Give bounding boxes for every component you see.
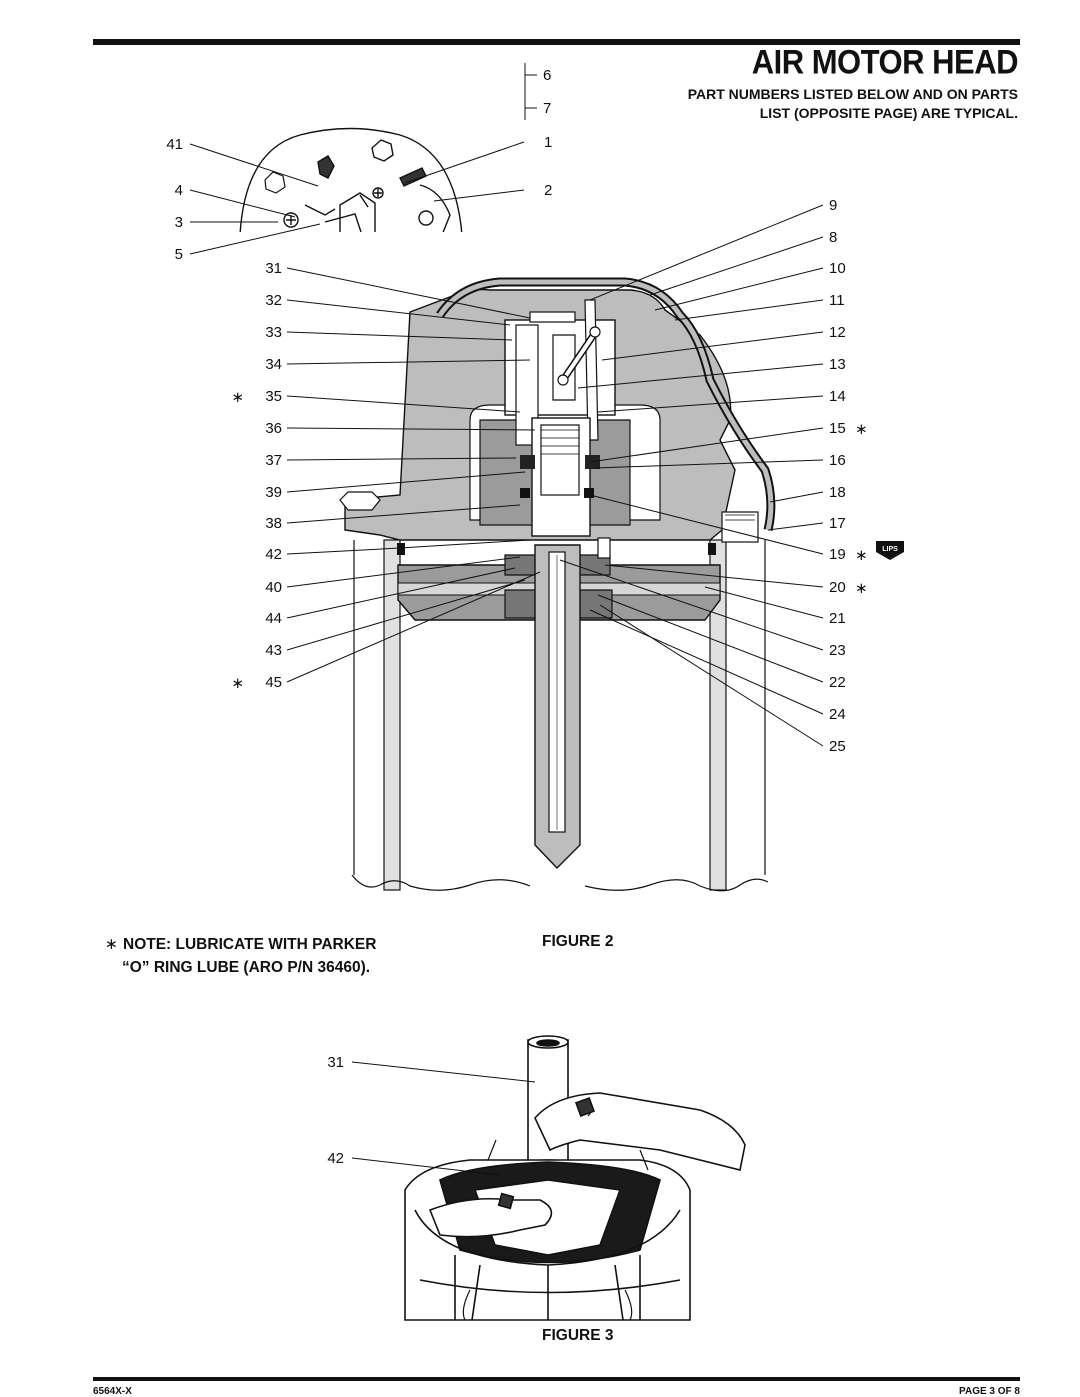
figure-3-caption: FIGURE 3 <box>542 1327 614 1344</box>
callout-20: 20 <box>829 579 846 596</box>
figure-3-illustration <box>404 1035 746 1321</box>
page-number: PAGE 3 OF 8 <box>959 1386 1020 1397</box>
page-title: AIR MOTOR HEAD <box>751 42 1019 82</box>
figure-3-leaders <box>351 1061 536 1176</box>
top-rule <box>93 39 1020 45</box>
top-view-detail <box>239 127 463 236</box>
asterisk-35: ∗ <box>231 389 244 406</box>
note-line-2: “O” RING LUBE (ARO P/N 36460). <box>122 959 371 976</box>
callout-32: 32 <box>265 292 282 309</box>
callout-23: 23 <box>829 642 846 659</box>
callout-17: 17 <box>829 515 846 532</box>
asterisk-15: ∗ <box>855 421 868 438</box>
asterisk-19: ∗ <box>855 547 868 564</box>
callout-21: 21 <box>829 610 846 627</box>
callout-14: 14 <box>829 388 846 405</box>
callout-43: 43 <box>265 642 282 659</box>
lips-badge-label: LIPS <box>882 546 898 553</box>
callout-5: 5 <box>175 246 183 263</box>
figure-3-callouts: 31 42 <box>327 1054 344 1167</box>
callout-12: 12 <box>829 324 846 341</box>
callout-31: 31 <box>265 260 282 277</box>
callout-4: 4 <box>175 182 183 199</box>
callout-44: 44 <box>265 610 282 627</box>
subtitle-line-1: PART NUMBERS LISTED BELOW AND ON PARTS <box>687 86 1018 102</box>
callout-36: 36 <box>265 420 282 437</box>
lips-badge: LIPS <box>876 541 904 560</box>
fig3-callout-42: 42 <box>327 1150 344 1167</box>
page-subtitle: PART NUMBERS LISTED BELOW AND ON PARTS L… <box>688 85 1018 123</box>
callout-35: 35 <box>265 388 282 405</box>
callout-9: 9 <box>829 197 837 214</box>
callout-22: 22 <box>829 674 846 691</box>
bottom-rule <box>93 1377 1020 1381</box>
motor-cross-section <box>339 277 776 892</box>
callout-13: 13 <box>829 356 846 373</box>
callout-19: 19 <box>829 546 846 563</box>
document-number: 6564X-X <box>93 1386 132 1397</box>
callout-37: 37 <box>265 452 282 469</box>
callout-6: 6 <box>543 67 551 84</box>
callout-3: 3 <box>175 214 183 231</box>
callout-40: 40 <box>265 579 282 596</box>
callout-8: 8 <box>829 229 837 246</box>
callout-10: 10 <box>829 260 846 277</box>
callout-24: 24 <box>829 706 846 723</box>
figure-2-leaders <box>189 63 824 747</box>
callout-42: 42 <box>265 546 282 563</box>
fig3-callout-31: 31 <box>327 1054 344 1071</box>
note-asterisk: ∗ <box>105 936 118 953</box>
callout-25: 25 <box>829 738 846 755</box>
callout-18: 18 <box>829 484 846 501</box>
figure-2-caption: FIGURE 2 <box>542 933 614 950</box>
subtitle-line-2: LIST (OPPOSITE PAGE) ARE TYPICAL. <box>759 105 1018 121</box>
callout-16: 16 <box>829 452 846 469</box>
lubrication-note: ∗ NOTE: LUBRICATE WITH PARKER “O” RING LU… <box>105 933 376 979</box>
callout-38: 38 <box>265 515 282 532</box>
figure-2-callouts-right: 6 7 1 2 9 8 10 11 12 13 14 15 16 18 17 1… <box>543 67 868 755</box>
callout-7: 7 <box>543 100 551 117</box>
callout-33: 33 <box>265 324 282 341</box>
callout-39: 39 <box>265 484 282 501</box>
callout-45: 45 <box>265 674 282 691</box>
callout-1: 1 <box>544 134 552 151</box>
callout-11: 11 <box>829 292 845 309</box>
asterisk-45: ∗ <box>231 675 244 692</box>
callout-34: 34 <box>265 356 282 373</box>
asterisk-20: ∗ <box>855 580 868 597</box>
callout-41: 41 <box>166 136 183 153</box>
callout-2: 2 <box>544 182 552 199</box>
figure-2-callouts-left: 41 4 3 5 31 32 33 34 35 36 37 39 38 42 4… <box>166 136 282 692</box>
callout-15: 15 <box>829 420 846 437</box>
note-line-1: NOTE: LUBRICATE WITH PARKER <box>123 936 377 953</box>
